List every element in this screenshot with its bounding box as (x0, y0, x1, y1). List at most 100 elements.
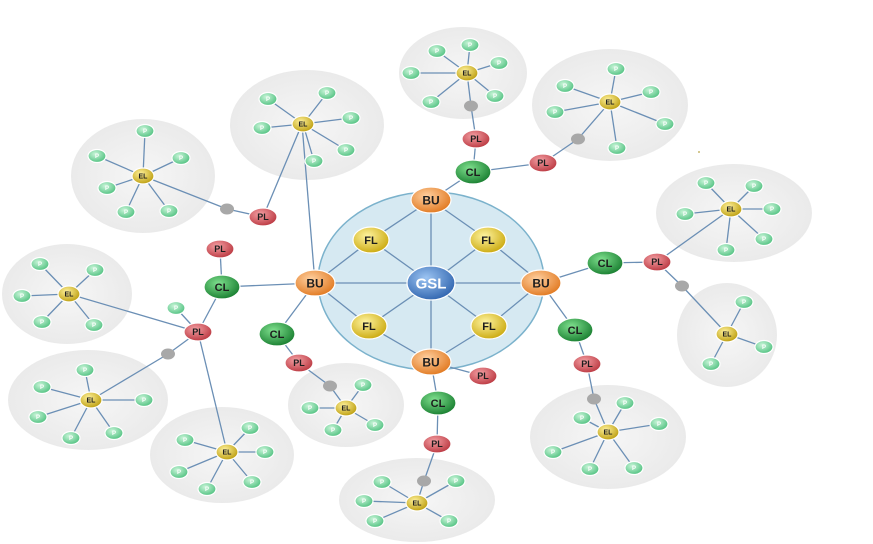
p-node: P (169, 464, 189, 480)
el-label: EL (139, 174, 149, 181)
el-label: EL (606, 100, 616, 107)
p-shape (353, 377, 373, 393)
p-node: P (304, 153, 324, 169)
p-node: P (116, 204, 136, 220)
cl-node: CL (203, 274, 241, 300)
p-label: P (497, 61, 501, 67)
p-node: P (171, 150, 191, 166)
p-shape (545, 104, 565, 120)
el-shape (405, 494, 429, 512)
p-label: P (553, 110, 557, 116)
el-shape (596, 423, 620, 441)
cl-node: CL (586, 250, 624, 276)
p-node: P (28, 409, 48, 425)
bu-label: BU (422, 355, 439, 369)
el-node: EL (596, 423, 620, 441)
p-shape (159, 203, 179, 219)
p-label: P (373, 423, 377, 429)
p-label: P (373, 519, 377, 525)
p-label: P (183, 438, 187, 444)
p-node: P (762, 201, 782, 217)
bu-node: BU (410, 186, 452, 214)
branch-line (68, 293, 199, 333)
p-shape (28, 409, 48, 425)
p-shape (252, 120, 272, 136)
p-node: P (353, 377, 373, 393)
p-shape (734, 294, 754, 310)
el-node: EL (334, 399, 358, 417)
p-shape (169, 464, 189, 480)
bu-shape (410, 186, 452, 214)
p-shape (116, 204, 136, 220)
p-label: P (349, 116, 353, 122)
p-shape (606, 61, 626, 77)
p-node: P (336, 142, 356, 158)
junction-dot (220, 203, 234, 215)
p-shape (401, 65, 421, 81)
pl-label: PL (431, 439, 443, 449)
p-node: P (75, 362, 95, 378)
el-shape (131, 167, 155, 185)
pl-node: PL (248, 207, 278, 227)
el-label: EL (413, 501, 423, 508)
p-node: P (427, 43, 447, 59)
el-label: EL (299, 122, 309, 129)
p-shape (323, 422, 343, 438)
fl-shape (469, 226, 507, 254)
p-shape (696, 175, 716, 191)
p-node: P (649, 416, 669, 432)
p-label: P (704, 181, 708, 187)
p-node: P (61, 430, 81, 446)
p-shape (754, 339, 774, 355)
p-label: P (429, 100, 433, 106)
p-shape (341, 110, 361, 126)
p-shape (85, 262, 105, 278)
p-label: P (724, 248, 728, 254)
p-node: P (135, 123, 155, 139)
p-label: P (83, 368, 87, 374)
pl-label: PL (651, 257, 663, 267)
p-shape (135, 123, 155, 139)
el-shape (79, 391, 103, 409)
p-label: P (447, 519, 451, 525)
p-shape (197, 481, 217, 497)
p-label: P (124, 210, 128, 216)
cl-shape (419, 390, 457, 416)
bu-label: BU (422, 193, 439, 207)
p-shape (365, 513, 385, 529)
p-node: P (606, 61, 626, 77)
el-node: EL (715, 325, 739, 343)
p-node: P (87, 148, 107, 164)
stray-dot (698, 151, 700, 153)
p-label: P (248, 426, 252, 432)
p-shape (175, 432, 195, 448)
p-label: P (588, 467, 592, 473)
p-label: P (362, 499, 366, 505)
junction-dot (675, 280, 689, 292)
cl-shape (586, 250, 624, 276)
p-shape (255, 444, 275, 460)
junction-dot (587, 393, 601, 405)
pl-node: PL (528, 153, 558, 173)
p-node: P (485, 88, 505, 104)
p-node: P (701, 356, 721, 372)
fl-node: FL (470, 312, 508, 340)
p-node: P (716, 242, 736, 258)
p-label: P (454, 479, 458, 485)
branch-line (197, 331, 228, 453)
el-shape (334, 399, 358, 417)
p-node: P (317, 85, 337, 101)
el-node: EL (405, 494, 429, 512)
p-label: P (312, 159, 316, 165)
p-label: P (752, 184, 756, 190)
p-shape (580, 461, 600, 477)
pl-shape (248, 207, 278, 227)
p-shape (427, 43, 447, 59)
pl-label: PL (214, 244, 226, 254)
p-label: P (331, 428, 335, 434)
p-node: P (607, 140, 627, 156)
cl-label: CL (431, 398, 446, 410)
el-node: EL (719, 200, 743, 218)
pl-node: PL (572, 354, 602, 374)
